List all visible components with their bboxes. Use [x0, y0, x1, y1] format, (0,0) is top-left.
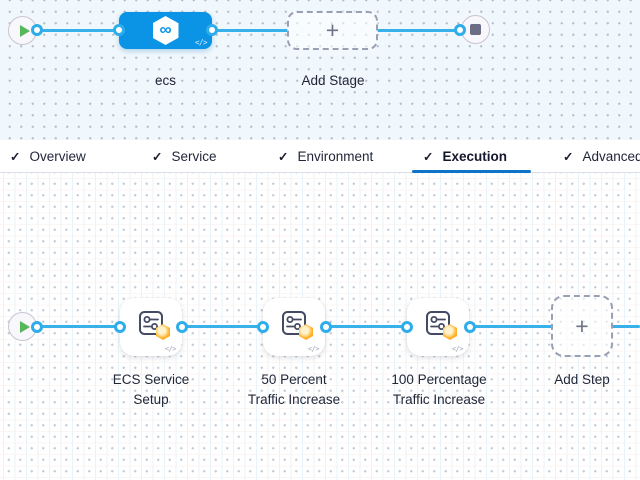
- connector-port: [114, 321, 126, 333]
- tab-label: Overview: [29, 148, 86, 164]
- connector-line: [36, 29, 120, 32]
- connector-port: [113, 24, 125, 36]
- tab-service[interactable]: ✓ Service: [152, 140, 217, 172]
- connector-line: [36, 325, 121, 328]
- check-icon: ✓: [152, 149, 163, 164]
- connector-line: [180, 325, 264, 328]
- play-icon: [19, 24, 30, 37]
- code-icon: </>: [307, 345, 320, 353]
- connector-port: [320, 321, 332, 333]
- connector-line: [468, 325, 553, 328]
- tab-execution[interactable]: ✓ Execution: [423, 140, 507, 172]
- tab-environment[interactable]: ✓ Environment: [278, 140, 373, 172]
- plus-icon: +: [325, 17, 340, 43]
- step-label: ECS Service Setup: [112, 372, 190, 407]
- tab-label: Advanced: [582, 148, 640, 164]
- stage-node-ecs[interactable]: ∞ </>: [119, 12, 212, 49]
- connector-port: [31, 321, 43, 333]
- connector-line: [211, 29, 288, 32]
- tab-advanced[interactable]: ✓ Advanced: [563, 140, 640, 172]
- connector-port: [206, 24, 218, 36]
- code-icon: </>: [194, 38, 208, 47]
- connector-port: [176, 321, 188, 333]
- active-tab-underline: [412, 170, 531, 173]
- check-icon: ✓: [278, 149, 289, 164]
- connector-line: [377, 29, 461, 32]
- hexagon-badge-icon: [299, 324, 313, 340]
- cd-stage-hexagon-icon: ∞: [152, 16, 179, 45]
- step-config-icon: [137, 309, 170, 340]
- stage-label: ecs: [154, 73, 176, 88]
- tab-overview[interactable]: ✓ Overview: [10, 140, 86, 172]
- tab-label: Service: [171, 148, 217, 164]
- connector-port: [257, 321, 269, 333]
- connector-port: [31, 24, 43, 36]
- step-config-icon: [424, 309, 457, 340]
- infinity-icon: ∞: [159, 20, 172, 39]
- add-stage-button[interactable]: +: [287, 11, 378, 50]
- stage-canvas: ∞ </> ecs + Add Stage: [0, 0, 640, 140]
- check-icon: ✓: [563, 149, 574, 164]
- stage-config-tabbar: ✓ Overview ✓ Service ✓ Environment ✓ Exe…: [0, 140, 640, 173]
- tab-label: Execution: [442, 148, 507, 164]
- connector-port: [401, 321, 413, 333]
- connector-port: [464, 321, 476, 333]
- execution-canvas: </> ECS Service Setup </> 50 Percent Tra…: [0, 173, 640, 480]
- step-node-100-percentage-traffic-increase[interactable]: </>: [407, 298, 469, 356]
- step-config-icon: [280, 309, 313, 340]
- code-icon: </>: [451, 345, 464, 353]
- add-stage-label: Add Stage: [301, 73, 365, 88]
- hexagon-badge-icon: [156, 324, 170, 340]
- add-step-button[interactable]: +: [551, 295, 613, 357]
- step-node-ecs-service-setup[interactable]: </>: [120, 298, 182, 356]
- plus-icon: +: [575, 312, 589, 339]
- connector-port: [454, 24, 466, 36]
- connector-line: [611, 325, 640, 328]
- tab-label: Environment: [297, 148, 374, 164]
- check-icon: ✓: [423, 149, 434, 164]
- step-label: 100 Percentage Traffic Increase: [391, 372, 487, 407]
- check-icon: ✓: [10, 149, 21, 164]
- code-icon: </>: [164, 345, 177, 353]
- add-step-label: Add Step: [554, 372, 610, 387]
- hexagon-badge-icon: [443, 324, 457, 340]
- step-label: 50 Percent Traffic Increase: [247, 372, 341, 407]
- stop-icon: [470, 24, 481, 35]
- play-icon: [19, 320, 30, 333]
- connector-line: [324, 325, 408, 328]
- step-node-50-percent-traffic-increase[interactable]: </>: [263, 298, 325, 356]
